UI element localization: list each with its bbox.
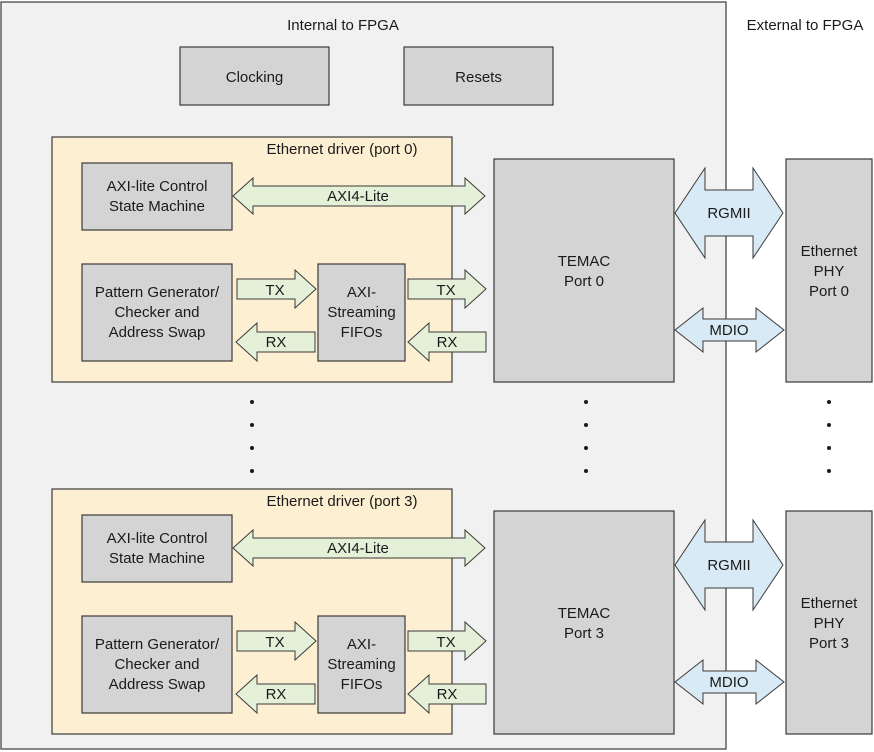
axi-control-line-2: State Machine bbox=[109, 550, 205, 567]
temac-line-1: TEMAC bbox=[558, 253, 611, 270]
tx-label-inner-port-3: TX bbox=[265, 634, 284, 651]
fifo-block-port-0 bbox=[317, 263, 406, 362]
axi-control-block-port-3 bbox=[81, 514, 233, 583]
temac-block-port-3 bbox=[493, 510, 675, 735]
axi-control-block-port-0 bbox=[81, 162, 233, 231]
pattern-generator-block-port-3 bbox=[81, 615, 233, 714]
pattern-line-2: Checker and bbox=[114, 656, 199, 673]
mdio-label-port-3: MDIO bbox=[709, 674, 748, 691]
temac-line-2: Port 3 bbox=[564, 625, 604, 642]
rgmii-arrow-port-3 bbox=[674, 518, 784, 612]
driver-title-port-0: Ethernet driver (port 0) bbox=[267, 141, 418, 158]
ellipsis-dot bbox=[584, 446, 588, 450]
port-3-group: Ethernet driver (port 3) AXI-lite Contro… bbox=[51, 488, 873, 735]
ellipsis-dot bbox=[250, 400, 254, 404]
ellipsis-dot bbox=[250, 423, 254, 427]
temac-block-port-0 bbox=[493, 158, 675, 383]
fifo-line-2: Streaming bbox=[327, 656, 395, 673]
ethernet-phy-port-0 bbox=[785, 158, 873, 383]
ellipsis-dot bbox=[827, 469, 831, 473]
temac-line-2: Port 0 bbox=[564, 273, 604, 290]
tx-label-outer-port-3: TX bbox=[436, 634, 455, 651]
rx-arrow-outer-port-0 bbox=[407, 321, 487, 363]
ellipsis-dot bbox=[584, 469, 588, 473]
rx-label-outer-port-3: RX bbox=[437, 686, 458, 703]
resets-label: Resets bbox=[455, 69, 502, 86]
axi4-lite-label-port-3: AXI4-Lite bbox=[327, 540, 389, 557]
axi4-lite-label-port-0: AXI4-Lite bbox=[327, 188, 389, 205]
pattern-line-3: Address Swap bbox=[109, 324, 206, 341]
clocking-block bbox=[179, 46, 330, 106]
fifo-line-3: FIFOs bbox=[341, 324, 383, 341]
fifo-block-port-3 bbox=[317, 615, 406, 714]
pattern-generator-block-port-0 bbox=[81, 263, 233, 362]
fifo-line-1: AXI- bbox=[347, 284, 376, 301]
rgmii-label-port-0: RGMII bbox=[707, 205, 750, 222]
resets-block bbox=[403, 46, 554, 106]
tx-arrow-outer-port-0 bbox=[407, 268, 487, 310]
phy-line-3: Port 3 bbox=[809, 635, 849, 652]
pattern-line-1: Pattern Generator/ bbox=[95, 636, 220, 653]
phy-line-1: Ethernet bbox=[801, 595, 859, 612]
clocking-label: Clocking bbox=[226, 69, 284, 86]
ellipsis-dot bbox=[827, 446, 831, 450]
driver-title-port-3: Ethernet driver (port 3) bbox=[267, 493, 418, 510]
rx-label-outer-port-0: RX bbox=[437, 334, 458, 351]
mdio-label-port-0: MDIO bbox=[709, 322, 748, 339]
internal-region-label: Internal to FPGA bbox=[287, 17, 399, 34]
tx-label-outer-port-0: TX bbox=[436, 282, 455, 299]
tx-arrow-outer-port-3 bbox=[407, 620, 487, 662]
rx-arrow-inner-port-3 bbox=[235, 673, 316, 715]
rx-arrow-inner-port-0 bbox=[235, 321, 316, 363]
port-0-group: Ethernet driver (port 0) AXI-lite Contro… bbox=[51, 136, 873, 383]
pattern-line-3: Address Swap bbox=[109, 676, 206, 693]
tx-arrow-inner-port-0 bbox=[236, 268, 317, 310]
axi-control-line-1: AXI-lite Control bbox=[107, 178, 208, 195]
rgmii-label-port-3: RGMII bbox=[707, 557, 750, 574]
rx-arrow-outer-port-3 bbox=[407, 673, 487, 715]
ellipsis-dot bbox=[584, 423, 588, 427]
rx-label-inner-port-3: RX bbox=[266, 686, 287, 703]
ellipsis-dot bbox=[584, 400, 588, 404]
phy-line-2: PHY bbox=[814, 263, 845, 280]
axi4-lite-arrow-port-0 bbox=[232, 176, 486, 216]
pattern-line-2: Checker and bbox=[114, 304, 199, 321]
ellipsis-dots bbox=[250, 400, 831, 473]
ellipsis-dot bbox=[827, 400, 831, 404]
tx-label-inner-port-0: TX bbox=[265, 282, 284, 299]
phy-line-1: Ethernet bbox=[801, 243, 859, 260]
temac-line-1: TEMAC bbox=[558, 605, 611, 622]
ellipsis-dot bbox=[827, 423, 831, 427]
fifo-line-3: FIFOs bbox=[341, 676, 383, 693]
external-region-label: External to FPGA bbox=[747, 17, 864, 34]
phy-line-2: PHY bbox=[814, 615, 845, 632]
ellipsis-dot bbox=[250, 469, 254, 473]
mdio-arrow-port-0 bbox=[674, 306, 785, 354]
rx-label-inner-port-0: RX bbox=[266, 334, 287, 351]
fifo-line-1: AXI- bbox=[347, 636, 376, 653]
fifo-line-2: Streaming bbox=[327, 304, 395, 321]
ellipsis-dot bbox=[250, 446, 254, 450]
mdio-arrow-port-3 bbox=[674, 658, 785, 706]
axi-control-line-1: AXI-lite Control bbox=[107, 530, 208, 547]
axi4-lite-arrow-port-3 bbox=[232, 528, 486, 568]
ethernet-phy-port-3 bbox=[785, 510, 873, 735]
tx-arrow-inner-port-3 bbox=[236, 620, 317, 662]
axi-control-line-2: State Machine bbox=[109, 198, 205, 215]
rgmii-arrow-port-0 bbox=[674, 166, 784, 260]
pattern-line-1: Pattern Generator/ bbox=[95, 284, 220, 301]
phy-line-3: Port 0 bbox=[809, 283, 849, 300]
